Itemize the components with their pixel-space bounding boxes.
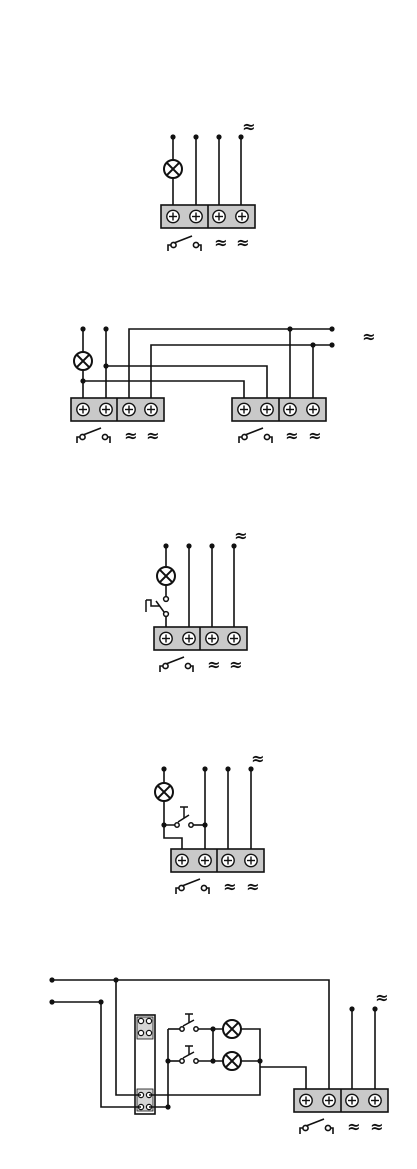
terminal-screw-icon [261,403,273,415]
terminal-block [154,627,247,650]
terminal-screw-icon [77,403,89,415]
terminal-screw-icon [323,1094,335,1106]
relay-icon [135,1015,155,1114]
lamp-icon [155,783,173,801]
lamp-icon [223,1052,241,1070]
ac-label: ≈ [229,655,242,674]
switch-contact-icon [160,657,193,672]
terminal-screw-icon [145,403,157,415]
ac-label: ≈ [236,233,249,252]
lamp-icon [74,352,92,370]
switch-contact-icon [176,879,209,894]
ac-supply-label: ≈ [375,988,388,1007]
terminal-screw-icon [300,1094,312,1106]
terminal-screw-icon [228,632,240,644]
ac-label: ≈ [370,1117,383,1136]
terminal-block [294,1089,388,1112]
ac-label: ≈ [207,655,220,674]
ac-supply-label: ≈ [362,327,375,346]
ac-label: ≈ [285,426,298,445]
terminal-screw-icon [236,210,248,222]
terminal-screw-icon [176,854,188,866]
terminal-screw-icon [199,854,211,866]
terminal-screw-icon [284,403,296,415]
ac-label: ≈ [214,233,227,252]
terminal-screw-icon [213,210,225,222]
ac-supply-label: ≈ [242,117,255,136]
terminal-screw-icon [183,632,195,644]
terminal-screw-icon [123,403,135,415]
terminal-block-right [232,398,326,421]
terminal-screw-icon [160,632,172,644]
terminal-screw-icon [206,632,218,644]
lamp-icon [164,160,182,178]
ac-supply-label: ≈ [251,749,264,768]
switch-contact-icon [239,428,272,443]
terminal-screw-icon [190,210,202,222]
pushbutton-icon [180,1046,198,1063]
terminal-screw-icon [307,403,319,415]
pushbutton-icon [175,807,193,827]
diagram-3-module-with-switch: ≈ ≈ ≈ [146,526,248,674]
ac-label: ≈ [347,1117,360,1136]
ac-label: ≈ [246,877,259,896]
switch-contact-icon [300,1119,333,1134]
diagram-5-module-with-relay: ≈ ≈ ≈ [49,977,388,1136]
ac-label: ≈ [223,877,236,896]
ac-label: ≈ [124,426,137,445]
diagram-1-single-module: ≈ ≈ ≈ [161,117,256,252]
terminal-screw-icon [369,1094,381,1106]
terminal-block [171,849,264,872]
terminal-block [161,205,255,228]
terminal-screw-icon [346,1094,358,1106]
terminal-screw-icon [222,854,234,866]
terminal-screw-icon [100,403,112,415]
diagram-4-module-with-pushbutton: ≈ ≈ ≈ [155,749,265,896]
lamp-icon [223,1020,241,1038]
terminal-screw-icon [167,210,179,222]
pushbutton-icon [180,1014,198,1031]
switch-icon [146,597,168,617]
ac-supply-label: ≈ [234,526,247,545]
lamp-icon [157,567,175,585]
terminal-screw-icon [238,403,250,415]
ac-label: ≈ [308,426,321,445]
switch-contact-icon [168,236,201,251]
terminal-screw-icon [245,854,257,866]
switch-contact-icon [77,428,110,443]
terminal-block-left [71,398,164,421]
ac-label: ≈ [146,426,159,445]
diagram-2-two-modules: ≈ ≈ ≈ ≈ ≈ [71,326,376,445]
